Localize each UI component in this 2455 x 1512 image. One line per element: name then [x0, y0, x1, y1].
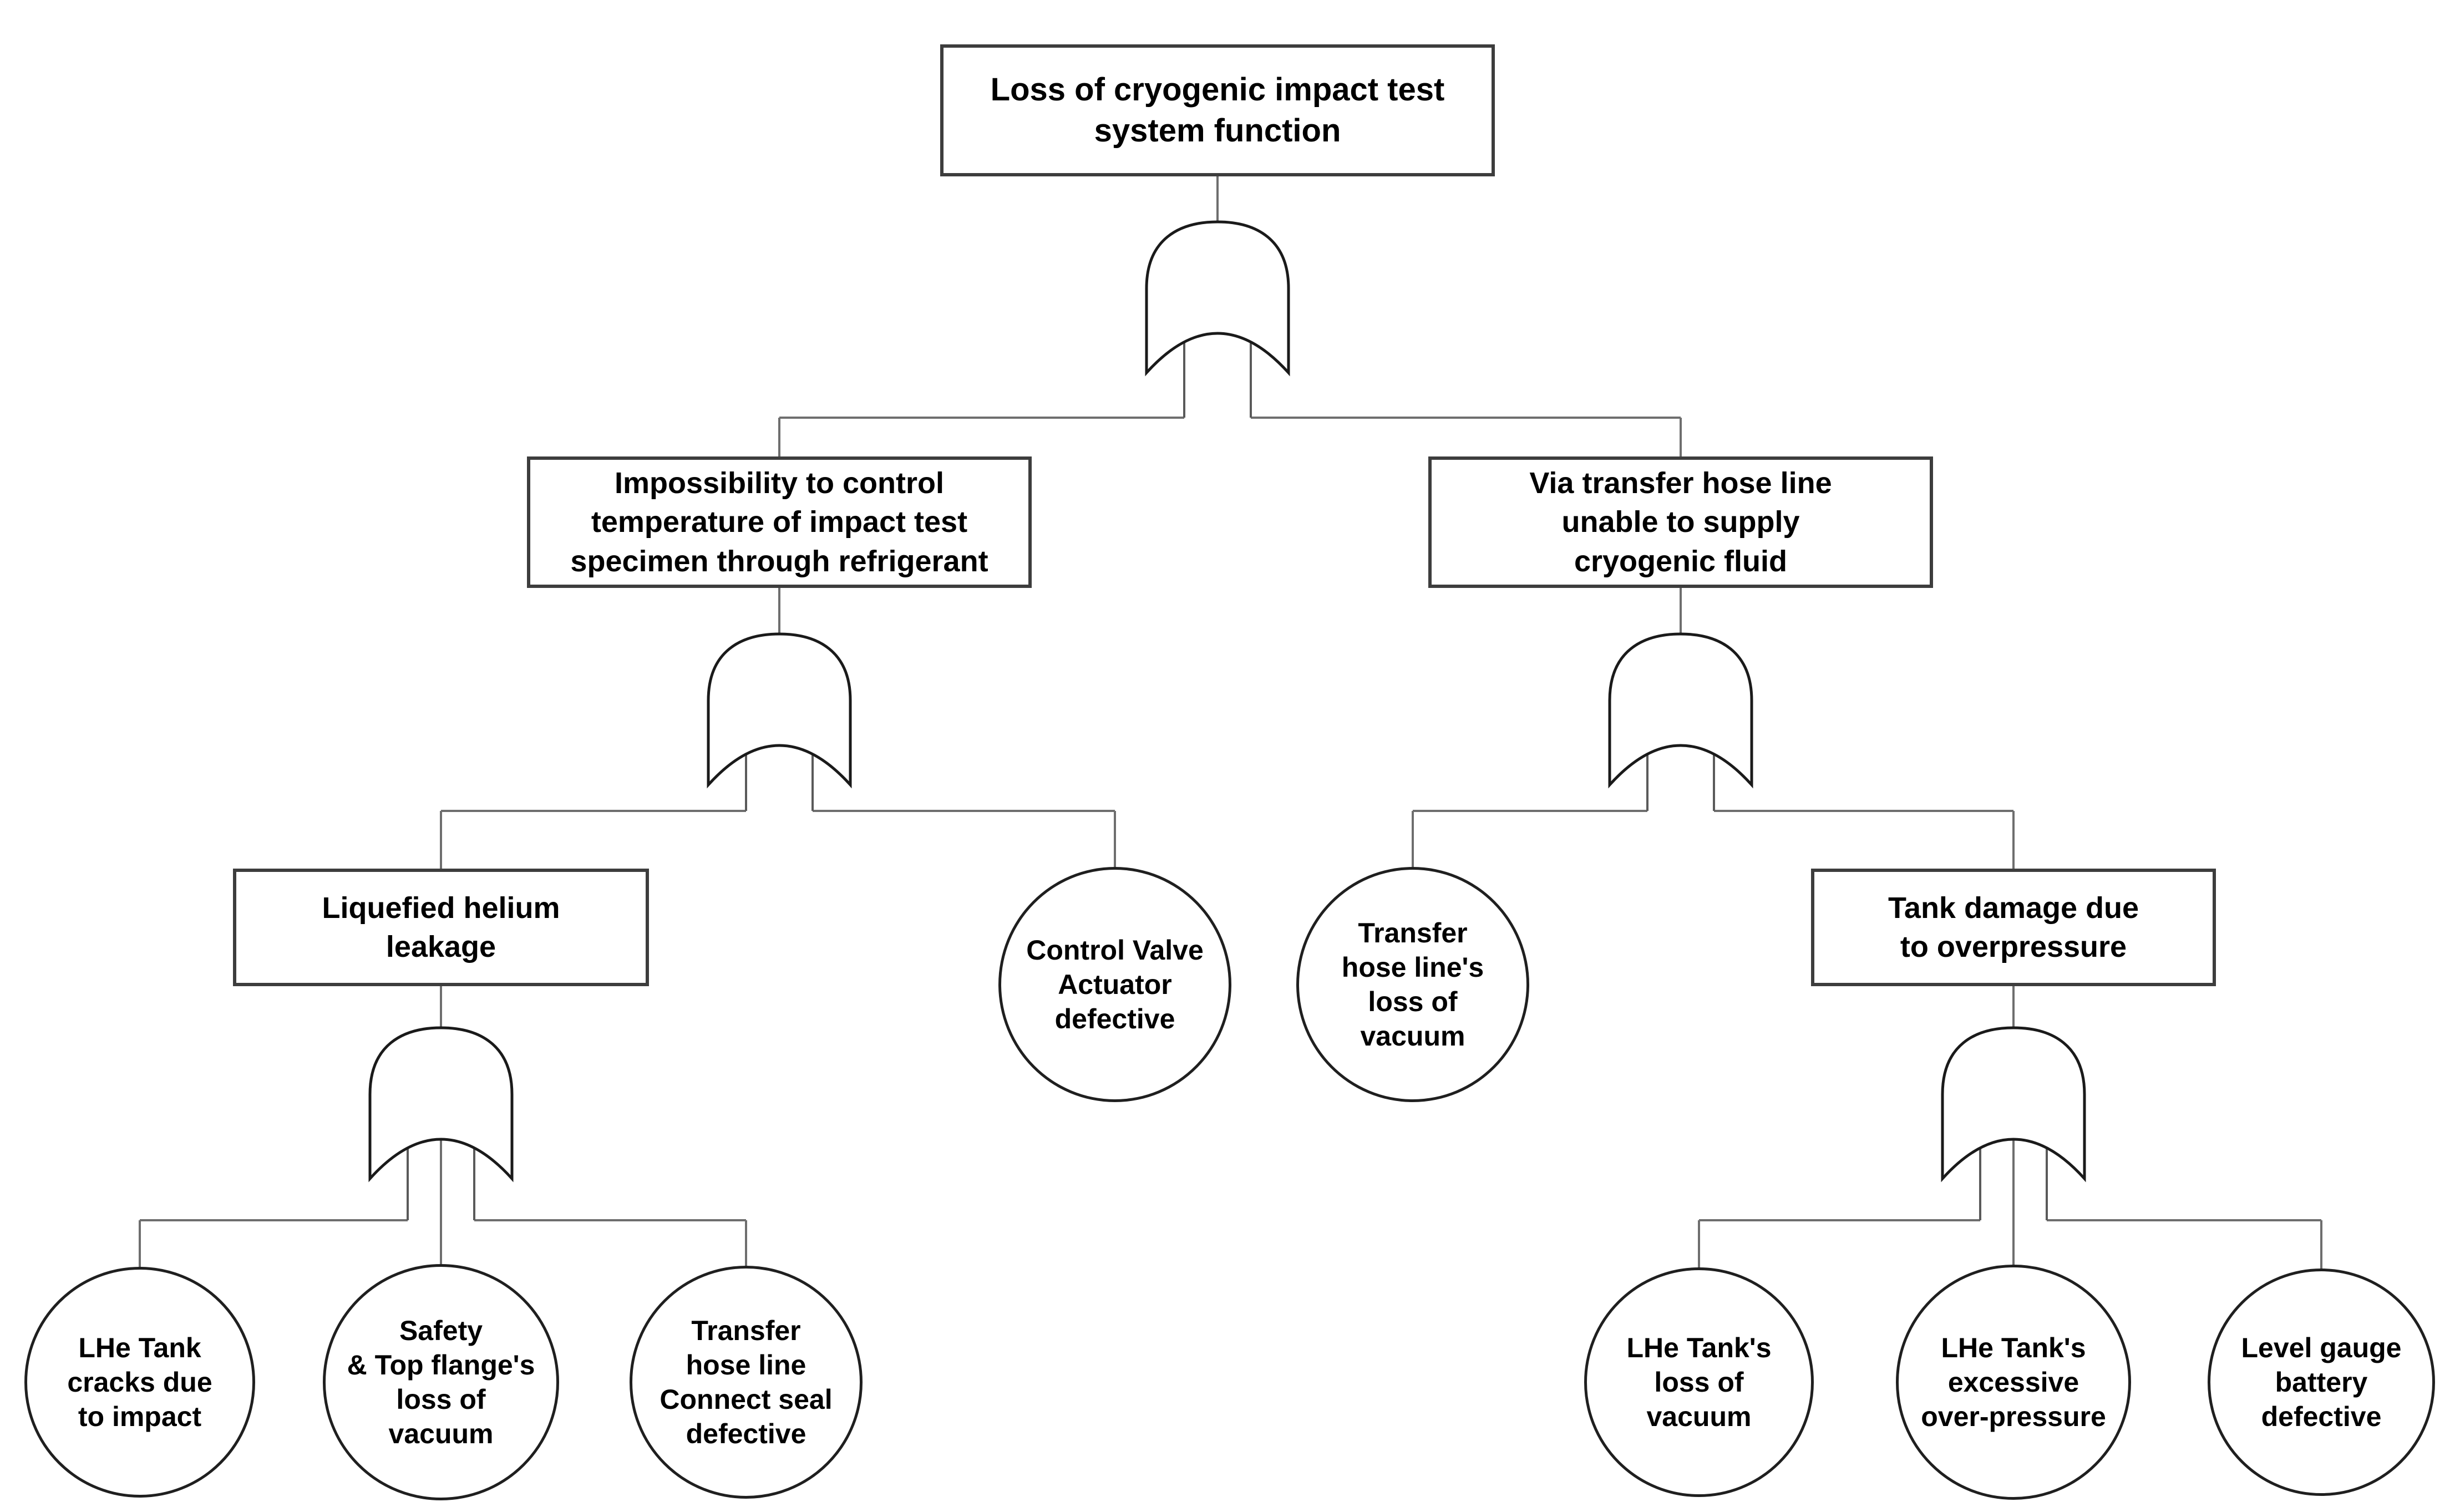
- or-gate-supply-fluid-icon: [1608, 632, 1753, 789]
- gate-legs: [407, 340, 2048, 1220]
- top-event-box: Loss of cryogenic impact test system fun…: [940, 44, 1495, 176]
- basic-event-connect-seal-circle: Transfer hose line Connect seal defectiv…: [630, 1266, 863, 1499]
- intermediate-event-temp-control-box: Impossibility to control temperature of …: [527, 456, 1032, 588]
- or-gate-top-icon: [1145, 220, 1290, 377]
- basic-event-flange-vacuum-circle: Safety & Top flange's loss of vacuum: [323, 1264, 559, 1500]
- or-gate-tank-damage-icon: [1941, 1026, 2086, 1183]
- basic-event-tank-cracks-circle: LHe Tank cracks due to impact: [24, 1267, 255, 1498]
- basic-event-lhe-overpressure-circle: LHe Tank's excessive over-pressure: [1896, 1265, 2131, 1500]
- or-gate-temp-control-icon: [707, 632, 852, 789]
- intermediate-event-tank-damage-box: Tank damage due to overpressure: [1811, 869, 2216, 986]
- intermediate-event-helium-leakage-box: Liquefied helium leakage: [233, 869, 649, 986]
- basic-event-hose-line-vacuum-circle: Transfer hose line's loss of vacuum: [1296, 867, 1529, 1102]
- intermediate-event-supply-fluid-box: Via transfer hose line unable to supply …: [1428, 456, 1933, 588]
- basic-event-control-valve-circle: Control Valve Actuator defective: [998, 867, 1231, 1102]
- or-gate-helium-leakage-icon: [368, 1026, 514, 1183]
- basic-event-lhe-loss-vacuum-circle: LHe Tank's loss of vacuum: [1584, 1267, 1814, 1497]
- connector-lines: [139, 176, 2322, 1271]
- basic-event-level-gauge-circle: Level gauge battery defective: [2208, 1269, 2435, 1496]
